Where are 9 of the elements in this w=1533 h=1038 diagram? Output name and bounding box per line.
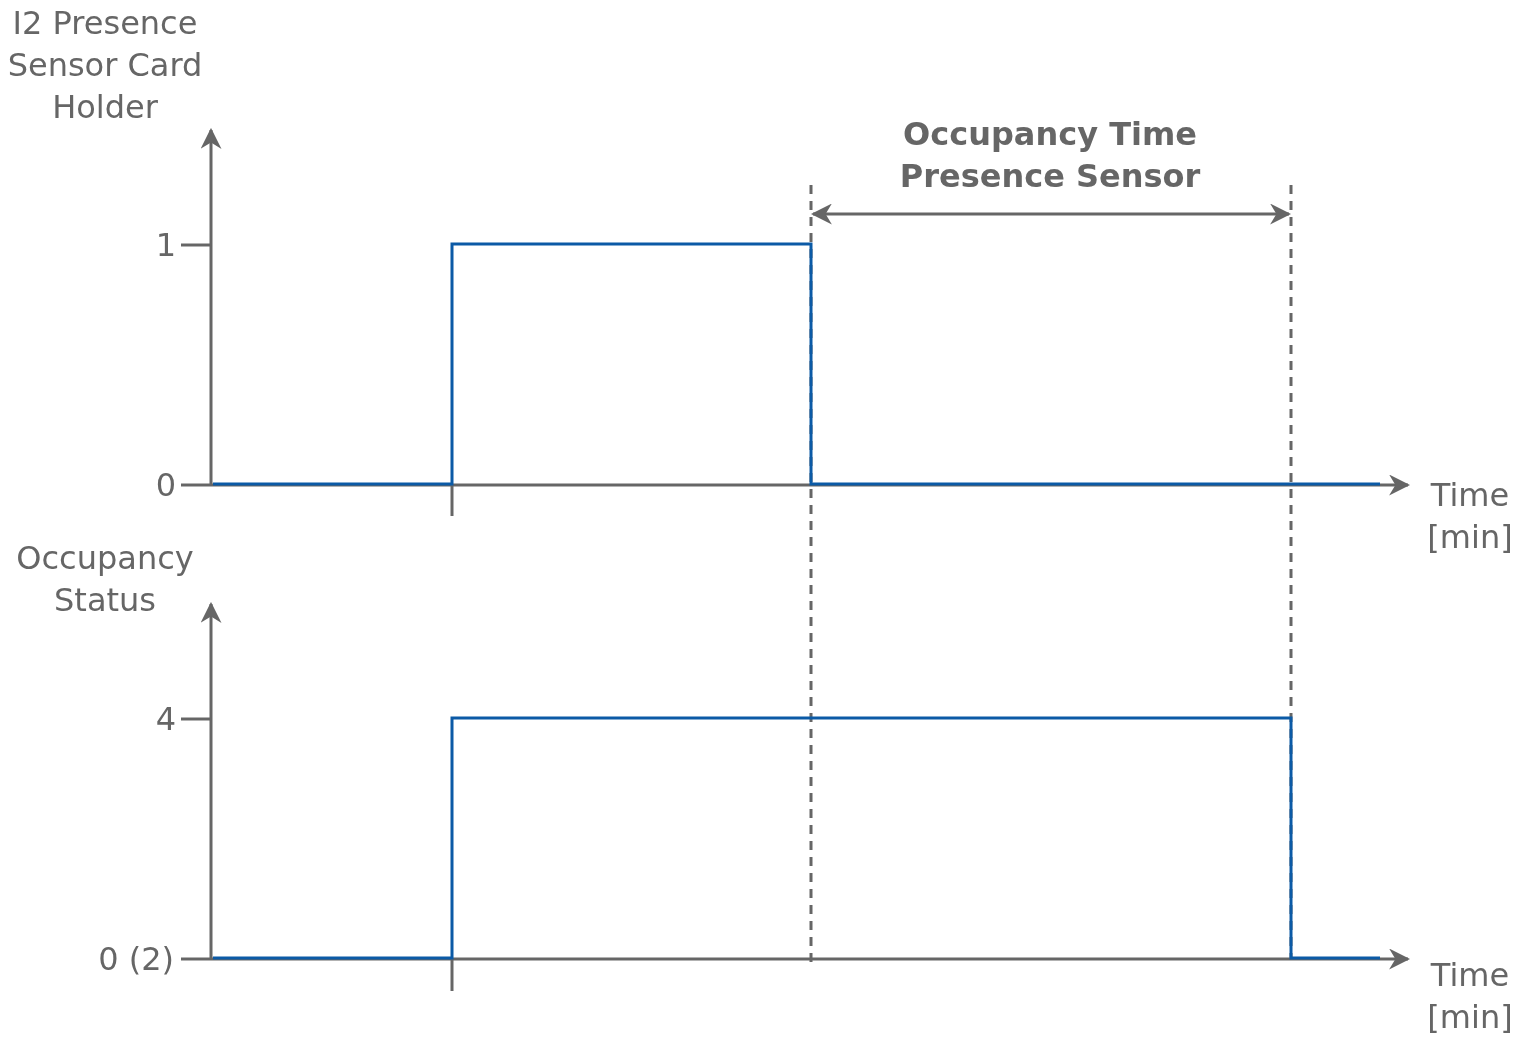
axis-title: Time [min] bbox=[1426, 475, 1514, 558]
axis-title: Time [min] bbox=[1426, 955, 1514, 1038]
axis-title: I2 Presence Sensor Card Holder bbox=[6, 3, 204, 128]
tick-label: 0 (2) bbox=[97, 939, 174, 980]
axis-title: Occupancy Status bbox=[15, 538, 195, 621]
tick-label: 1 bbox=[154, 225, 176, 266]
tick-label: 4 bbox=[154, 699, 176, 740]
tick-label: 0 bbox=[154, 465, 176, 506]
dimension-label: Occupancy Time Presence Sensor bbox=[898, 114, 1202, 197]
